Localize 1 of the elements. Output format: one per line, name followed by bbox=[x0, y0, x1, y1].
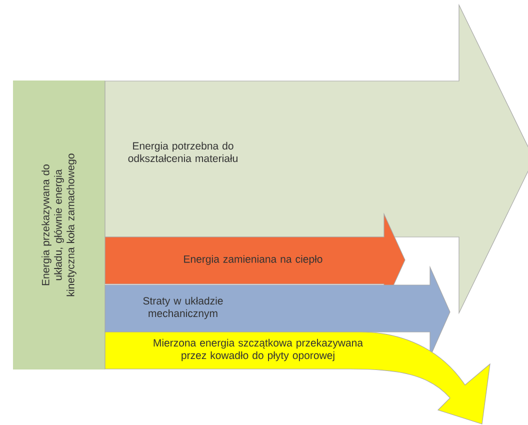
side-box: Energia przekazywana do układu, głównie energia kinetyczna koła zamachowego bbox=[13, 80, 105, 370]
